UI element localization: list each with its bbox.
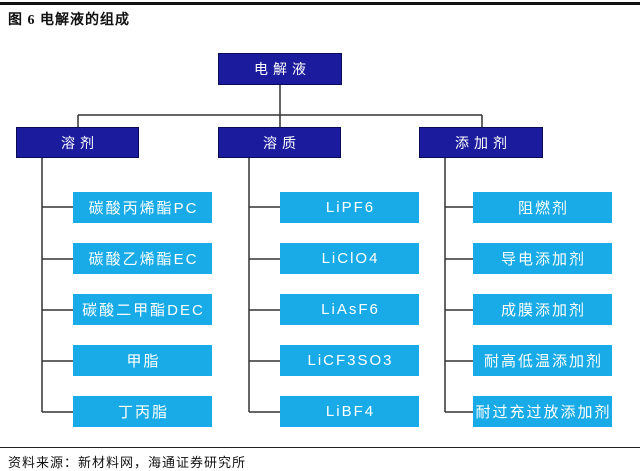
tree-node-child: 耐高低温添加剂 <box>473 345 612 376</box>
tree-node-child: 耐过充过放添加剂 <box>473 396 612 427</box>
source-note: 资料来源：新材料网，海通证券研究所 <box>8 455 247 470</box>
tree-node-child: 丁丙脂 <box>73 396 212 427</box>
tree-node-child: LiBF4 <box>280 396 419 427</box>
tree-node-solvent: 溶剂 <box>16 127 139 158</box>
tree-node-child: LiCF3SO3 <box>280 345 419 376</box>
tree-node-child: 碳酸乙烯酯EC <box>73 243 212 274</box>
figure-title: 图 6 电解液的组成 <box>8 13 130 28</box>
tree-node-child: 甲脂 <box>73 345 212 376</box>
tree-node-child: 碳酸丙烯酯PC <box>73 192 212 223</box>
tree-node-child: 成膜添加剂 <box>473 294 612 325</box>
tree-node-additive: 添加剂 <box>419 127 543 158</box>
additive-children-column: 阻燃剂导电添加剂成膜添加剂耐高低温添加剂耐过充过放添加剂 <box>473 192 612 447</box>
tree-node-child: 导电添加剂 <box>473 243 612 274</box>
tree-node-child: LiAsF6 <box>280 294 419 325</box>
top-rule <box>0 2 640 5</box>
footer-rule <box>0 447 640 448</box>
tree-node-child: 阻燃剂 <box>473 192 612 223</box>
tree-node-root: 电解液 <box>218 53 342 85</box>
tree-node-child: LiClO4 <box>280 243 419 274</box>
tree-node-child: 碳酸二甲酯DEC <box>73 294 212 325</box>
solvent-children-column: 碳酸丙烯酯PC 碳酸乙烯酯EC 碳酸二甲酯DEC 甲脂丁丙脂 <box>73 192 212 447</box>
tree-node-child: LiPF6 <box>280 192 419 223</box>
tree-node-solute: 溶质 <box>218 127 341 158</box>
